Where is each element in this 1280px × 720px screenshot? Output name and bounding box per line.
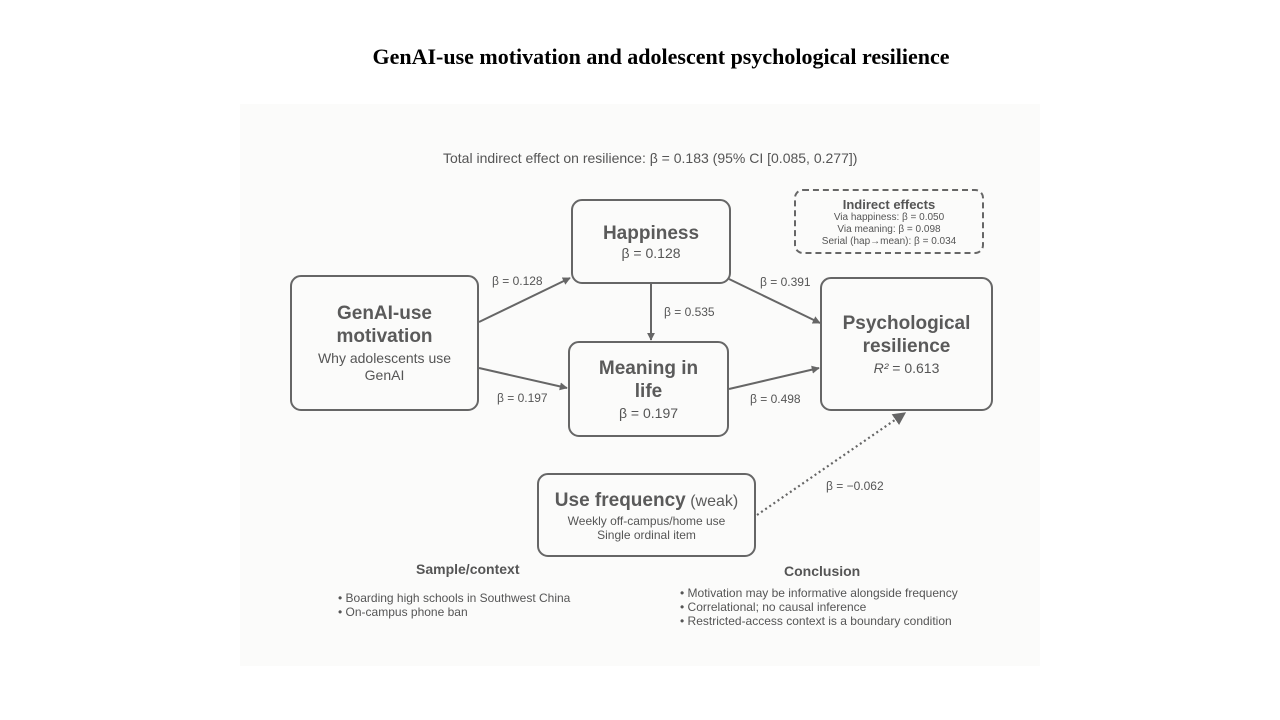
indirect-item-happiness: Via happiness: β = 0.050 [833,212,945,223]
node-happiness: Happiness β = 0.128 [571,199,731,284]
node-frequency-title: Use frequency [554,489,686,511]
node-psychological-resilience: Psychological resilience R² = 0.613 [820,277,993,411]
path-label-happiness-meaning: β = 0.535 [664,305,715,319]
indirect-item-serial: Serial (hap→mean): β = 0.034 [821,236,957,247]
indirect-effects-title: Indirect effects [842,197,936,212]
arrow-genai-meaning [478,367,568,391]
indirect-item-meaning: Via meaning: β = 0.098 [837,224,941,235]
conclusion-item-1: Motivation may be informative alongside … [687,586,958,600]
sample-item-2: On-campus phone ban [345,605,468,619]
node-resilience-title: Psychological resilience [842,312,971,357]
sample-item-1: Boarding high schools in Southwest China [345,591,571,605]
list-item: • Correlational; no causal inference [680,600,867,614]
conclusion-list: • Motivation may be informative alongsid… [680,586,958,628]
conclusion-item-3: Restricted-access context is a boundary … [687,614,952,628]
arrow-frequency-resilience [756,412,907,516]
node-meaning-in-life: Meaning in life β = 0.197 [568,341,729,437]
indirect-effects-box: Indirect effects Via happiness: β = 0.05… [794,189,984,254]
list-item: • Boarding high schools in Southwest Chi… [338,591,571,605]
conclusion-item-2: Correlational; no causal inference [687,600,867,614]
r2-value: = 0.613 [888,359,940,376]
list-item: • Restricted-access context is a boundar… [680,614,952,628]
conclusion-title: Conclusion [784,563,861,579]
node-frequency-line2: Single ordinal item [597,527,696,542]
node-genai-motivation: GenAI-use motivation Why adolescents use… [290,275,479,411]
slide-title: GenAI-use motivation and adolescent psyc… [372,44,950,69]
node-frequency-line1: Weekly off-campus/home use [567,513,726,528]
node-genai-title: GenAI-use motivation [336,303,433,347]
node-happiness-title: Happiness [602,222,700,244]
path-label-genai-meaning: β = 0.197 [497,391,548,405]
node-resilience-r2: R² = 0.613 [874,360,940,377]
list-item: • On-campus phone ban [338,605,468,619]
node-frequency-qualifier: (weak) [690,492,739,510]
node-use-frequency: Use frequency (weak) Weekly off-campus/h… [537,473,756,557]
arrow-happiness-resilience [728,278,821,324]
path-label-happiness-resilience: β = 0.391 [760,275,811,289]
node-frequency-heading: Use frequency (weak) [555,489,738,512]
path-label-frequency-resilience: β = −0.062 [826,479,884,493]
sample-context-list: • Boarding high schools in Southwest Chi… [338,591,570,619]
arrow-genai-happiness [478,277,571,323]
total-effect-text: Total indirect effect on resilience: β =… [443,150,858,166]
sample-context-title: Sample/context [416,561,520,577]
r2-symbol: R² [873,359,889,376]
path-label-meaning-resilience: β = 0.498 [750,392,801,406]
node-happiness-beta: β = 0.128 [621,244,681,261]
node-meaning-title: Meaning in life [598,357,699,402]
node-meaning-beta: β = 0.197 [618,404,679,421]
node-genai-subtitle: Why adolescents use GenAI [317,350,452,383]
path-label-genai-happiness: β = 0.128 [492,274,543,288]
arrow-meaning-resilience [728,365,820,390]
list-item: • Motivation may be informative alongsid… [680,586,958,600]
